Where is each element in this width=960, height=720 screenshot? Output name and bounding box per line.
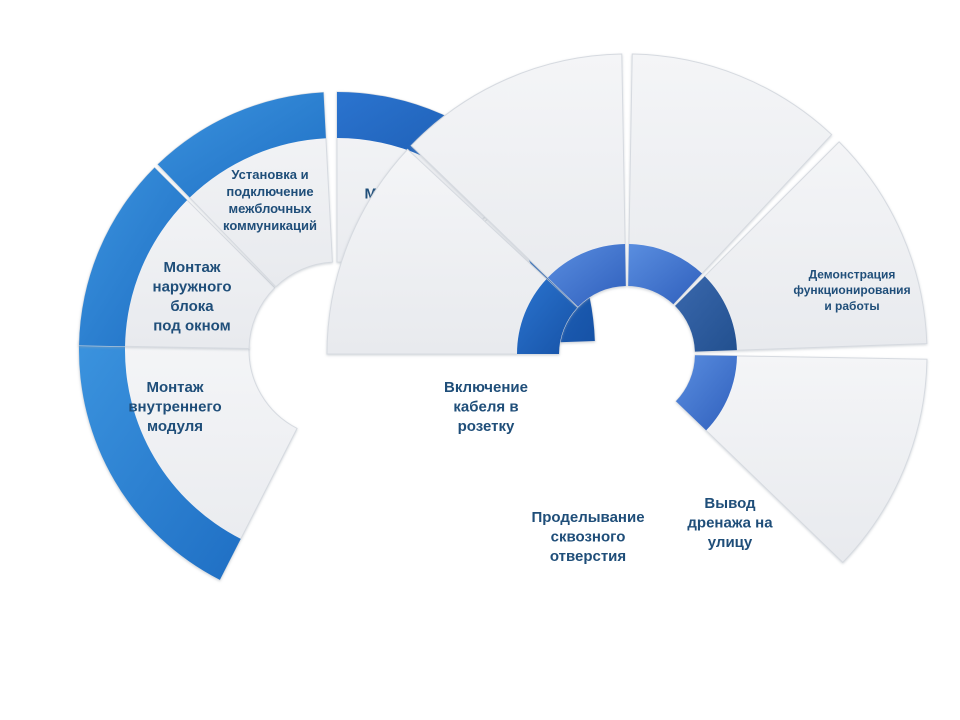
segment-vyvod-drenazha-label-line: улицу bbox=[708, 534, 753, 551]
segment-skvoznoe-otverstie-label-line: Проделывание bbox=[531, 509, 644, 526]
segment-vklyuchenie-kabelya-label-line: кабеля в bbox=[453, 398, 518, 415]
segment-mezhblochnye-kommunikacii: Установка и подключение межблочных коммуник… bbox=[157, 91, 333, 288]
segment-vnutrenniy-modul-label-line: Монтаж bbox=[146, 379, 203, 396]
segment-mezhblochnye-kommunikacii-label-line: Установка и bbox=[231, 167, 308, 182]
segment-mezhblochnye-kommunikacii-label-line: коммуникаций bbox=[223, 218, 317, 233]
segment-vklyuchenie-kabelya-label: Включение кабеля в розетку bbox=[444, 379, 528, 435]
segment-demonstraciya-label-line: и работы bbox=[824, 299, 879, 313]
segment-naruzhniy-blok-label-line: Монтаж bbox=[163, 259, 220, 276]
segment-mezhblochnye-kommunikacii-band bbox=[157, 92, 326, 198]
segment-vnutrenniy-modul-band bbox=[79, 341, 241, 580]
segment-skvoznoe-otverstie-label-line: отверстия bbox=[550, 548, 626, 565]
segment-vnutrenniy-modul-label-line: внутреннего bbox=[128, 398, 221, 415]
segment-demonstraciya-label-line: функционирования bbox=[793, 283, 910, 297]
segment-skvoznoe-otverstie-label: Проделывание сквозного отверстия bbox=[531, 509, 644, 565]
segment-naruzhniy-blok: Монтаж наружного блока под окном bbox=[78, 166, 276, 349]
segment-mezhblochnye-kommunikacii-label-line: межблочных bbox=[228, 201, 312, 216]
segment-naruzhniy-blok-label-line: блока bbox=[170, 298, 214, 315]
segment-skvoznoe-otverstie-label-line: сквозного bbox=[551, 528, 626, 545]
segment-vklyuchenie-kabelya: Включение кабеля в розетку bbox=[326, 148, 578, 435]
segment-vyvod-drenazha: Вывод дренажа на улицу bbox=[627, 53, 833, 551]
segment-mezhblochnye-kommunikacii-label-line: подключение bbox=[226, 184, 313, 199]
segment-vklyuchenie-kabelya-label-line: розетку bbox=[458, 418, 515, 435]
segment-naruzhniy-blok-label-line: под окном bbox=[153, 318, 231, 335]
segment-skvoznoe-otverstie-tile bbox=[410, 53, 627, 308]
segment-demonstraciya-label-line: Демонстрация bbox=[809, 268, 896, 282]
segment-demonstraciya-band bbox=[675, 355, 737, 431]
segment-vklyuchenie-kabelya-label-line: Включение bbox=[444, 379, 528, 396]
segment-vnutrenniy-modul-label-line: модуля bbox=[147, 418, 203, 435]
segment-vnutrenniy-modul-label: Монтаж внутреннего модуля bbox=[128, 379, 221, 435]
segment-vklyuchenie-kabelya-band bbox=[517, 278, 578, 354]
segment-naruzhniy-blok-label: Монтаж наружного блока под окном bbox=[153, 259, 232, 335]
segment-naruzhniy-blok-label-line: наружного bbox=[153, 279, 232, 296]
segment-mezhblochnye-kommunikacii-label: Установка и подключение межблочных коммуник… bbox=[223, 167, 317, 233]
segment-vyvod-drenazha-label-line: дренажа на bbox=[687, 514, 773, 531]
segment-vyvod-drenazha-label: Вывод дренажа на улицу bbox=[687, 495, 773, 551]
segment-vnutrenniy-modul: Монтаж внутреннего модуля bbox=[78, 340, 298, 581]
segment-pusko-naladka-band bbox=[675, 276, 737, 352]
segment-vyvod-drenazha-label-line: Вывод bbox=[704, 495, 756, 512]
segment-vyvod-drenazha-band bbox=[628, 244, 703, 305]
segment-skvoznoe-otverstie: Проделывание сквозного отверстия bbox=[410, 53, 645, 565]
segment-naruzhniy-blok-band bbox=[79, 167, 188, 347]
segment-skvoznoe-otverstie-band bbox=[547, 244, 626, 307]
